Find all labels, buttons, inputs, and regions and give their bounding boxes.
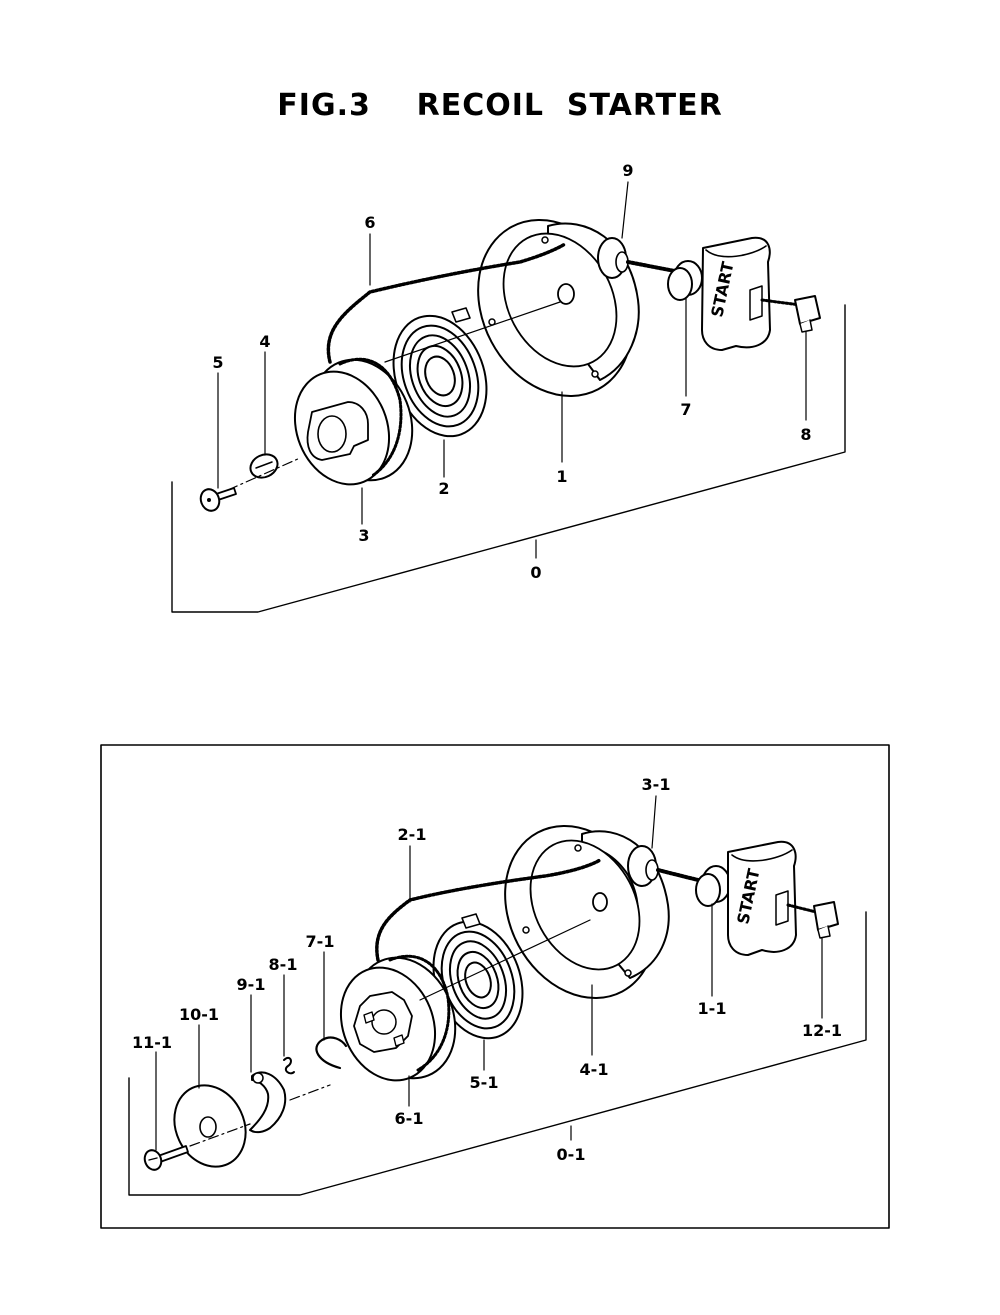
bottom-frame — [100, 744, 890, 1229]
rope-spacer-part — [695, 865, 731, 907]
label-0: 0 — [530, 563, 541, 582]
start-handle-part: START — [727, 840, 797, 956]
ratchet-part — [249, 1071, 287, 1134]
rope-guide-part — [597, 237, 629, 279]
top-assembly: START — [171, 161, 846, 613]
bottom-assembly: START — [100, 744, 890, 1229]
figure-title: FIG.3 RECOIL STARTER — [277, 88, 723, 123]
rope-part — [326, 242, 567, 364]
screw-part — [199, 487, 237, 512]
label-11-1: 11-1 — [132, 1033, 172, 1052]
leader-3-1 — [651, 795, 657, 849]
label-6: 6 — [364, 213, 375, 232]
label-10-1: 10-1 — [179, 1005, 219, 1024]
label-9: 9 — [622, 161, 633, 180]
label-3-1: 3-1 — [642, 775, 671, 794]
label-1-1: 1-1 — [698, 999, 727, 1018]
rope-guide-part — [627, 845, 659, 887]
pulley-part — [339, 954, 457, 1082]
large-washer-part — [173, 1084, 247, 1168]
rope-clip-part — [813, 901, 839, 939]
rope-spacer-part — [667, 260, 703, 301]
label-9-1: 9-1 — [237, 975, 266, 994]
label-0-1: 0-1 — [557, 1145, 586, 1164]
leader-9 — [621, 181, 629, 239]
label-8: 8 — [800, 425, 811, 444]
label-4: 4 — [259, 332, 270, 351]
label-4-1: 4-1 — [580, 1060, 609, 1079]
rope-clip-part — [794, 295, 821, 333]
top-assembly-bracket — [171, 304, 846, 613]
pulley-part — [293, 357, 414, 486]
washer-part — [249, 453, 279, 479]
clip-spring-part — [315, 1036, 348, 1070]
small-spring-part — [283, 1056, 295, 1075]
rope-part — [375, 858, 602, 962]
label-7-1: 7-1 — [306, 932, 335, 951]
label-5-1: 5-1 — [470, 1073, 499, 1092]
label-2: 2 — [438, 479, 449, 498]
label-8-1: 8-1 — [269, 955, 298, 974]
bottom-assembly-bracket — [128, 911, 867, 1196]
label-5: 5 — [212, 353, 223, 372]
label-12-1: 12-1 — [802, 1021, 842, 1040]
label-2-1: 2-1 — [398, 825, 427, 844]
label-6-1: 6-1 — [395, 1109, 424, 1128]
label-7: 7 — [680, 400, 691, 419]
label-1: 1 — [556, 467, 567, 486]
start-handle-part: START — [701, 236, 771, 351]
label-3: 3 — [358, 526, 369, 545]
screw-part — [143, 1145, 189, 1171]
